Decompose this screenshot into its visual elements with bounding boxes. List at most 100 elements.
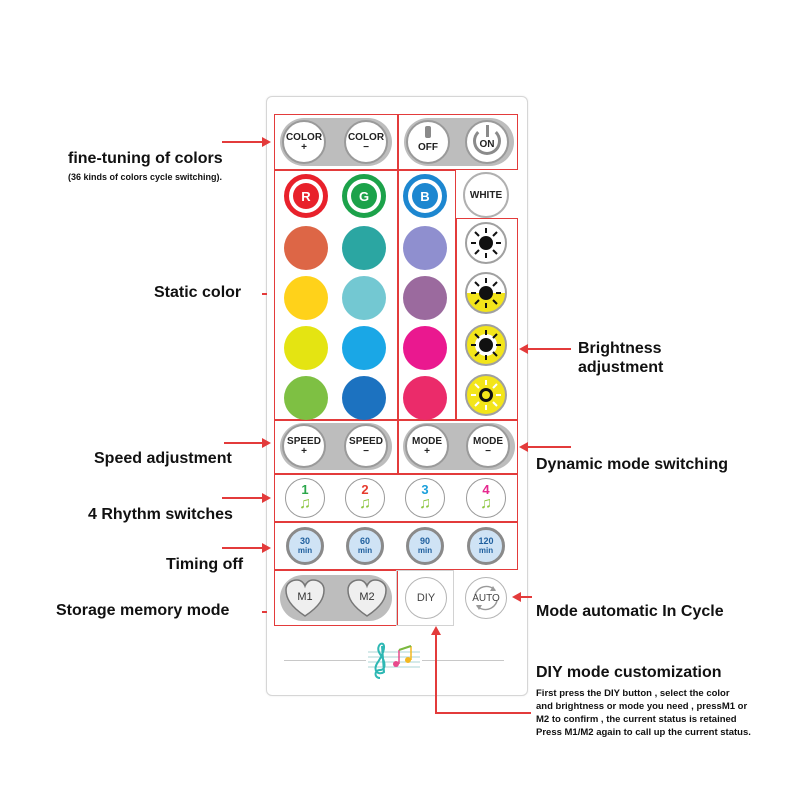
arrow-brightness xyxy=(527,348,571,350)
timer-value: 120 xyxy=(478,536,494,546)
blue-button-label: B xyxy=(412,183,438,209)
sun-icon xyxy=(471,228,501,258)
speed-box xyxy=(274,420,398,474)
white-button[interactable]: WHITE xyxy=(463,172,509,218)
color-swatch-button[interactable] xyxy=(284,326,328,370)
power-on-stem xyxy=(486,125,489,137)
timer-value: 60 xyxy=(359,536,370,546)
diy-desc-line-4: Press M1/M2 again to call up the current… xyxy=(536,727,751,738)
color-tuning-box xyxy=(274,114,398,170)
m2-button[interactable]: M2 xyxy=(346,578,388,618)
music-note-icon: ♫ xyxy=(480,495,492,512)
fine-tuning-label: fine-tuning of colors xyxy=(68,150,223,167)
auto-button[interactable]: AUTO xyxy=(465,577,507,619)
timer-unit: min xyxy=(417,546,433,555)
rhythm-1-button[interactable]: 1♫ xyxy=(285,478,325,518)
color-minus-button[interactable]: COLOR − xyxy=(344,120,388,164)
color-swatch-button[interactable] xyxy=(284,276,328,320)
static-color-tick xyxy=(262,293,267,295)
arrow-diy-vertical xyxy=(435,634,437,714)
arrow-head-icon xyxy=(262,543,271,553)
mode-box xyxy=(398,420,518,474)
on-button[interactable]: ON xyxy=(465,120,509,164)
arrow-dynamic xyxy=(527,446,571,448)
heart-icon xyxy=(285,579,325,617)
green-button[interactable]: G xyxy=(342,174,386,218)
speed-minus-button[interactable]: SPEED − xyxy=(344,424,388,468)
brightness-level-2-button[interactable] xyxy=(465,272,507,314)
color-plus-button[interactable]: COLOR + xyxy=(282,120,326,164)
diy-desc-line-2: and brightness or mode you need , pressM… xyxy=(536,701,748,712)
arrow-timing xyxy=(222,547,264,549)
sun-icon xyxy=(471,380,501,410)
arrow-head-icon xyxy=(262,438,271,448)
brightness-level-4-button[interactable] xyxy=(465,374,507,416)
mode-minus-button[interactable]: MODE − xyxy=(466,424,510,468)
color-swatch-button[interactable] xyxy=(403,276,447,320)
off-button[interactable]: OFF xyxy=(406,120,450,164)
heart-icon xyxy=(347,579,387,617)
timer-value: 90 xyxy=(419,536,430,546)
color-swatch-button[interactable] xyxy=(403,226,447,270)
rhythm-number: 4 xyxy=(482,482,490,497)
arrow-fine-tuning xyxy=(222,141,264,143)
color-swatch-button[interactable] xyxy=(342,226,386,270)
mode-minus-label: MODE xyxy=(473,435,503,447)
color-swatch-button[interactable] xyxy=(342,376,386,420)
static-color-label: Static color xyxy=(154,284,242,301)
memory-box xyxy=(274,570,398,626)
diy-title-label: DIY mode customization xyxy=(536,664,722,681)
static-color-box-left xyxy=(274,170,398,420)
green-button-label: G xyxy=(351,183,377,209)
arrow-head-icon xyxy=(262,137,271,147)
color-swatch-button[interactable] xyxy=(403,376,447,420)
color-plus-sign: + xyxy=(301,141,307,153)
color-swatch-button[interactable] xyxy=(403,326,447,370)
rhythm-2-button[interactable]: 2♫ xyxy=(345,478,385,518)
rhythm-number: 3 xyxy=(421,482,429,497)
speed-plus-sign: + xyxy=(301,445,307,457)
red-button[interactable]: R xyxy=(284,174,328,218)
divider-right xyxy=(422,660,504,661)
brightness-label-2: adjustment xyxy=(578,359,664,376)
rhythm-4-button[interactable]: 4♫ xyxy=(466,478,506,518)
speed-plus-button[interactable]: SPEED + xyxy=(282,424,326,468)
rhythm-3-button[interactable]: 3♫ xyxy=(405,478,445,518)
sun-icon xyxy=(471,278,501,308)
mode-plus-button[interactable]: MODE + xyxy=(405,424,449,468)
music-note-icon: ♫ xyxy=(359,495,371,512)
speed-minus-label: SPEED xyxy=(349,435,383,447)
arrow-diy-horizontal xyxy=(435,712,531,714)
rhythm-box xyxy=(274,474,518,522)
speed-minus-sign: − xyxy=(363,445,369,457)
speed-label: Speed adjustment xyxy=(94,450,232,467)
storage-tick xyxy=(262,611,267,613)
blue-button[interactable]: B xyxy=(403,174,447,218)
color-swatch-button[interactable] xyxy=(284,226,328,270)
auto-label: AUTO xyxy=(472,592,500,604)
timer-unit: min xyxy=(297,546,313,555)
mode-plus-sign: + xyxy=(424,445,430,457)
brightness-box xyxy=(456,218,518,420)
m1-button[interactable]: M1 xyxy=(284,578,326,618)
speed-plus-label: SPEED xyxy=(287,435,321,447)
diy-button[interactable]: DIY xyxy=(405,577,447,619)
brightness-label-1: Brightness xyxy=(578,340,662,357)
color-swatch-button[interactable] xyxy=(342,326,386,370)
brightness-level-3-button[interactable] xyxy=(465,324,507,366)
divider-left xyxy=(284,660,366,661)
arrow-head-icon xyxy=(262,493,271,503)
arrow-head-icon xyxy=(519,344,528,354)
mode-auto-label: Mode automatic In Cycle xyxy=(536,603,724,620)
color-swatch-button[interactable] xyxy=(342,276,386,320)
m2-label: M2 xyxy=(359,591,375,603)
color-swatch-button[interactable] xyxy=(284,376,328,420)
diy-cell xyxy=(396,570,454,626)
rhythm-label: 4 Rhythm switches xyxy=(88,506,233,523)
color-minus-label: COLOR xyxy=(347,131,385,143)
brightness-level-1-button[interactable] xyxy=(465,222,507,264)
